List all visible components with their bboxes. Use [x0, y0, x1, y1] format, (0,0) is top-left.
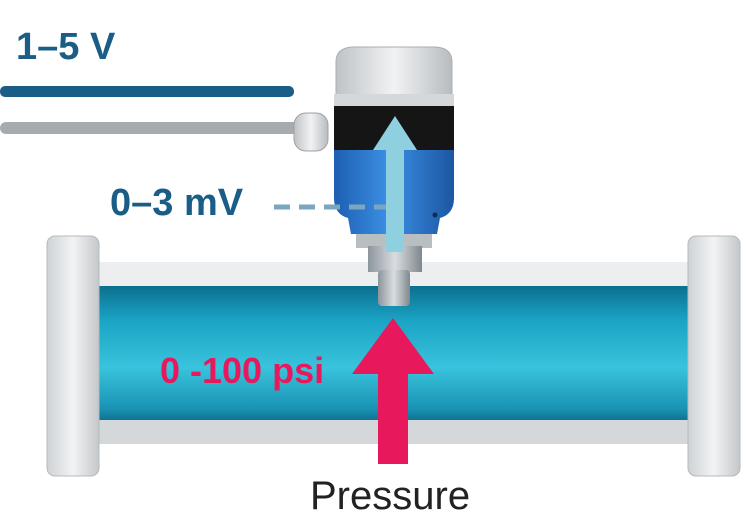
transmitter-cap: [335, 46, 453, 99]
sensor-tip: [378, 270, 410, 306]
cable-gland: [293, 112, 329, 152]
pressure-arrow-shaft: [378, 372, 408, 464]
pressure-range-label: 0 -100 psi: [160, 350, 325, 391]
output-signal-cable: [0, 86, 294, 97]
output-voltage-label: 1–5 V: [16, 26, 116, 68]
supply-cable: [0, 122, 300, 134]
signal-arrow-shaft: [386, 146, 404, 252]
sensor-millivolt-label: 0–3 mV: [110, 182, 244, 224]
pressure-caption: Pressure: [310, 474, 471, 518]
right-flange: [687, 235, 741, 477]
body-screw: [432, 212, 438, 218]
cap-base: [334, 94, 454, 108]
signal-arrow-head: [373, 116, 417, 150]
pressure-arrow-head: [352, 318, 434, 374]
left-flange: [46, 235, 100, 477]
